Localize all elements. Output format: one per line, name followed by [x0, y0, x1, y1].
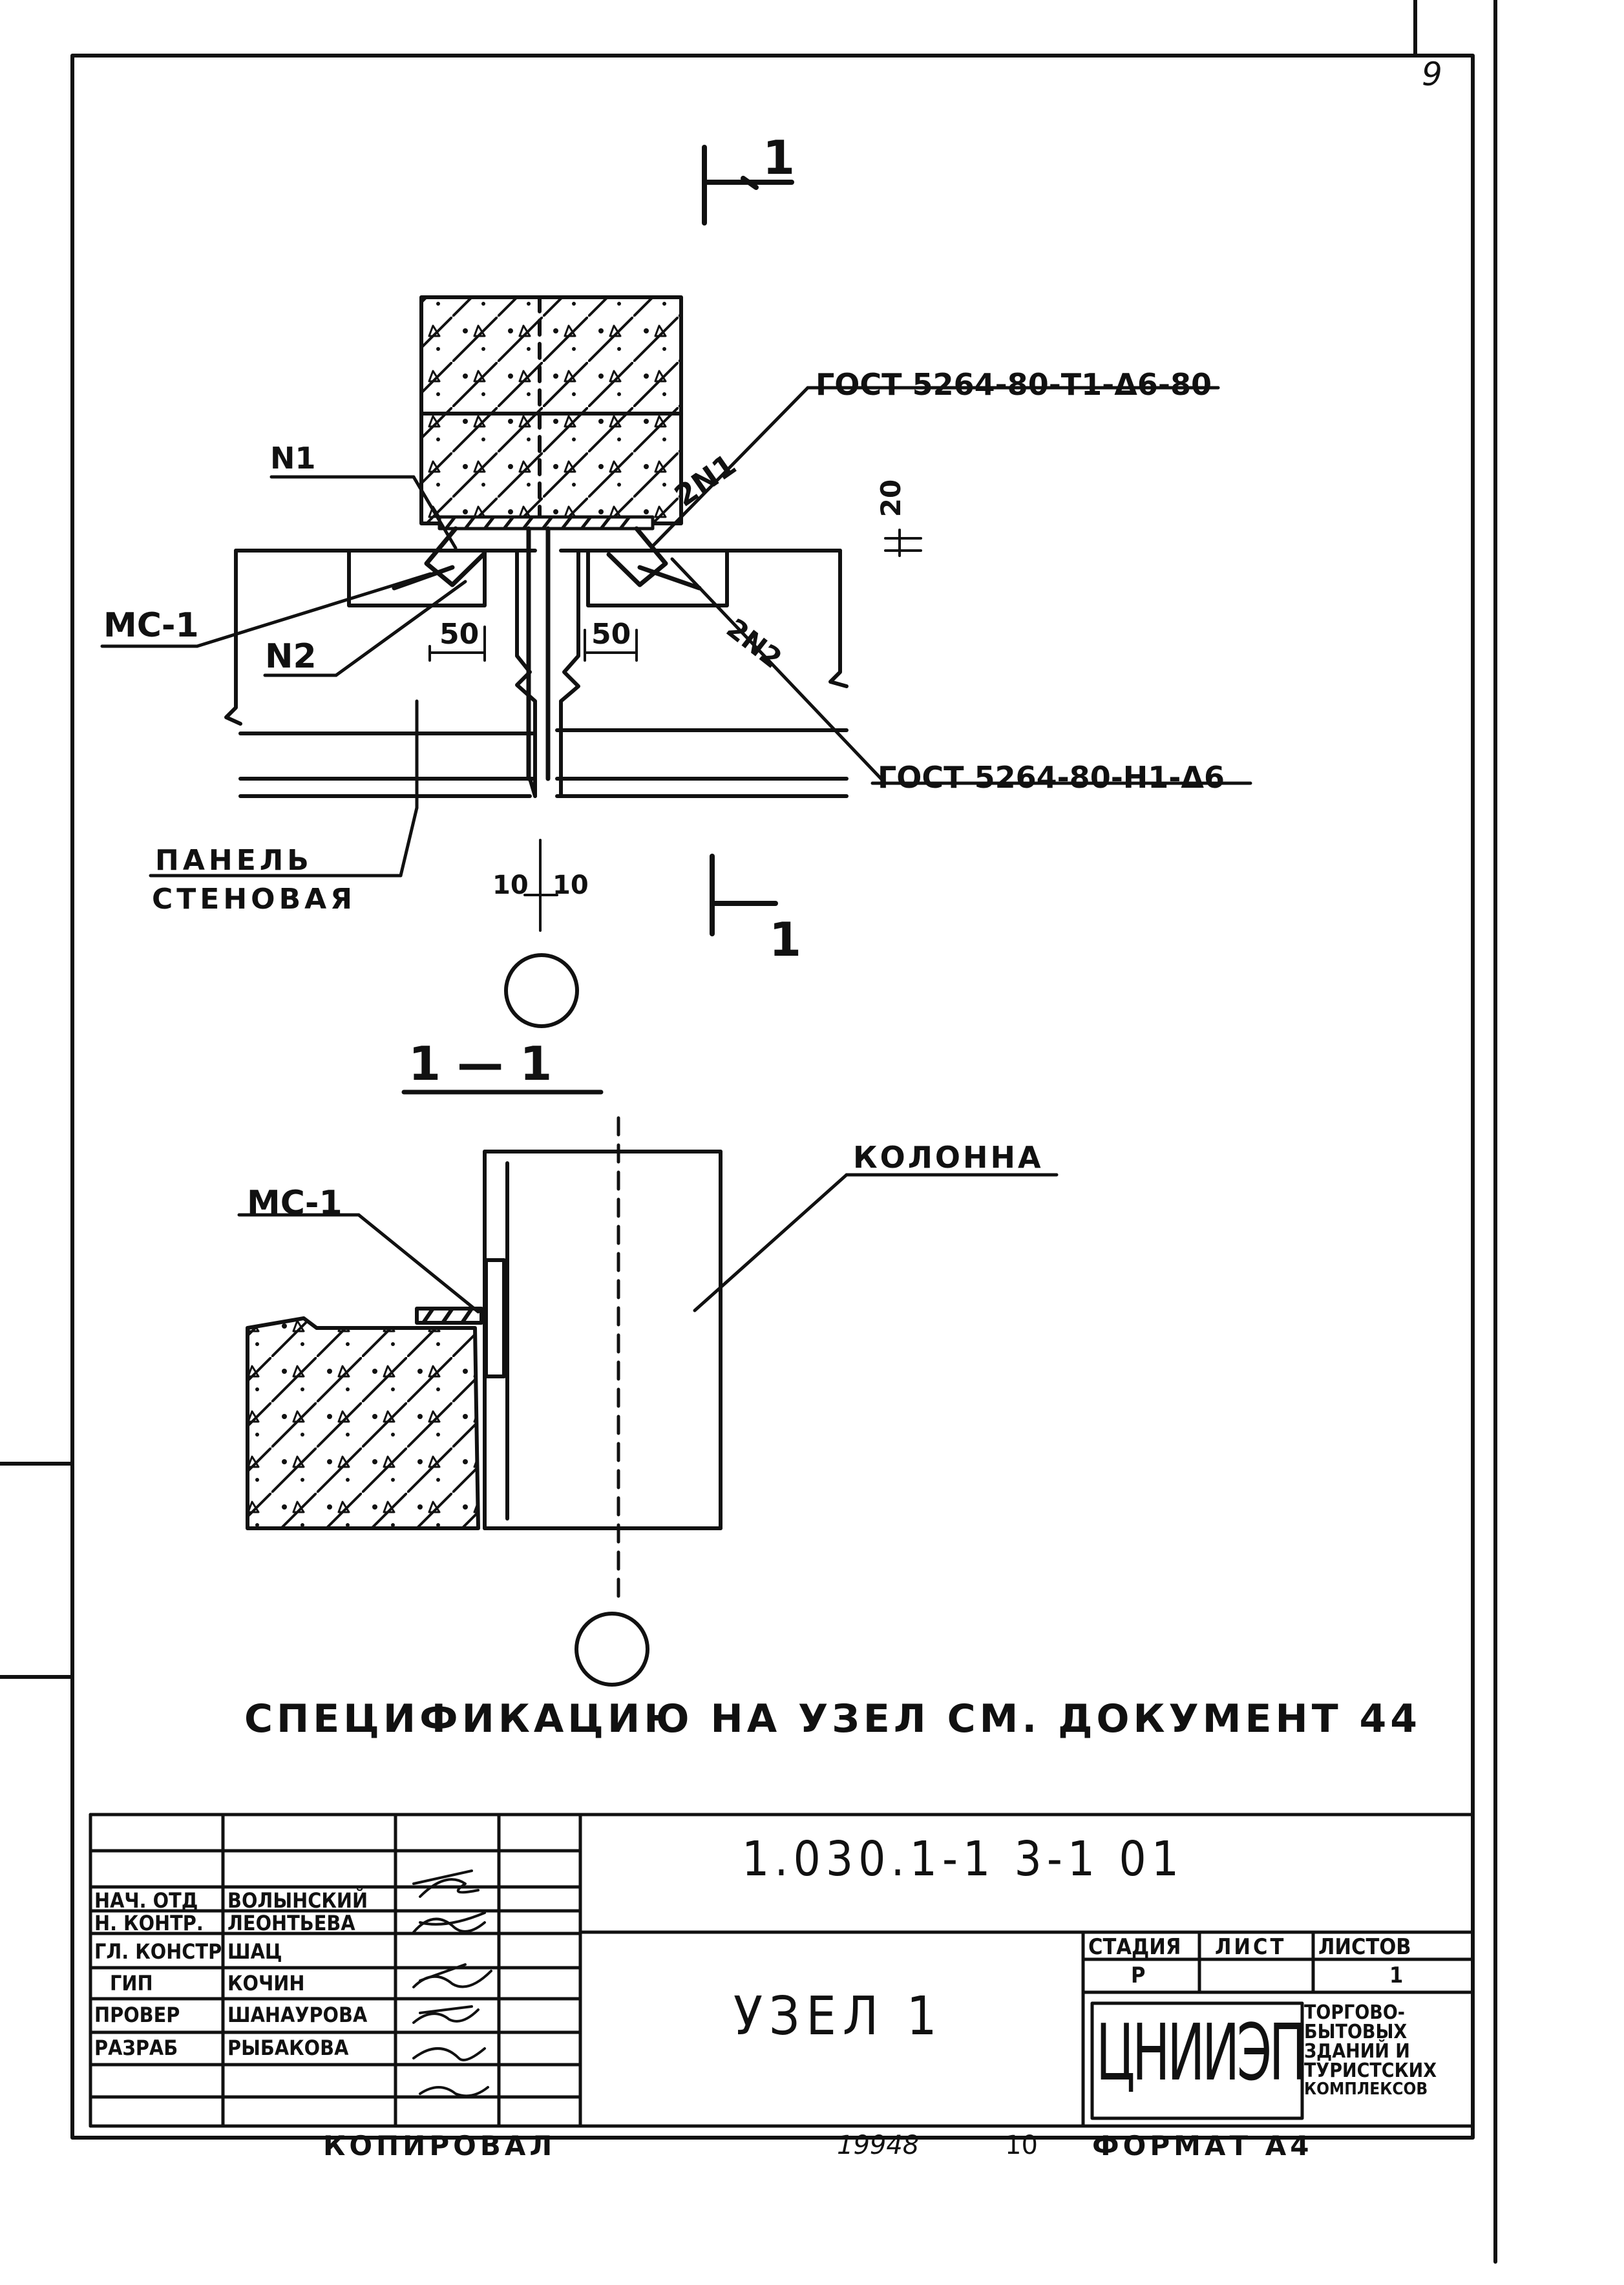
title-block-grid — [89, 1813, 1475, 2128]
signature-name: ЛЕОНТЬЕВА — [227, 1911, 355, 1935]
axis-bubble-top — [504, 953, 579, 1028]
leaders-section — [237, 1173, 1059, 1314]
org-subtitle-line: ЗДАНИЙ И — [1304, 2040, 1410, 2063]
gost-label-top: ГОСТ 5264-80-Т1-Δ6-80 — [816, 367, 1212, 402]
organization-subtitle: ТОРГОВО- БЫТОВЫХ ЗДАНИЙ И ТУРИСТСКИХ КОМ… — [1304, 2003, 1472, 2098]
column-block — [419, 295, 683, 525]
footer-format: ФОРМАТ А4 — [1092, 2130, 1313, 2162]
label-panel-line2: СТЕНОВАЯ — [152, 883, 357, 916]
label-panel-line1: ПАНЕЛЬ — [155, 844, 313, 877]
stage-value: Р — [1131, 1963, 1146, 1988]
footer-sheet-no: 10 — [1005, 2131, 1038, 2160]
section-mark-bottom-number: 1 — [769, 912, 802, 967]
dimension-50-left: 50 — [439, 618, 480, 651]
label-column: КОЛОННА — [853, 1140, 1044, 1175]
section-mark-top — [702, 145, 794, 226]
signature-role: ГИП — [110, 1971, 153, 1995]
signature-name: ВОЛЫНСКИЙ — [227, 1888, 368, 1913]
sheet-frame — [0, 0, 1497, 2264]
dimensions-plan — [428, 529, 922, 932]
label-mc1-section: МС-1 — [247, 1184, 343, 1223]
signature-name: ШАЦ — [227, 1939, 282, 1964]
signature-role: НАЧ. ОТД — [94, 1888, 198, 1913]
specification-note: СПЕЦИФИКАЦИЮ НА УЗЕЛ СМ. ДОКУМЕНТ 44 — [244, 1696, 1422, 1742]
stage-header: СТАДИЯ — [1088, 1934, 1181, 1960]
org-subtitle-line: ТУРИСТСКИХ — [1304, 2059, 1437, 2082]
signature-name: ШАНАУРОВА — [227, 2003, 368, 2027]
organization-name: ЦНИИЭП — [1096, 2008, 1307, 2098]
signature-role: ГЛ. КОНСТР — [94, 1939, 222, 1964]
organization-logo-box — [1090, 2001, 1304, 2120]
axis-bubble-bottom — [575, 1612, 649, 1687]
signature-scribbles — [412, 1869, 492, 2098]
column-section — [483, 1116, 722, 1598]
sheets-header: ЛИСТОВ — [1318, 1934, 1411, 1960]
label-mc1-plan: МС-1 — [103, 606, 199, 645]
signature-name: РЫБАКОВА — [227, 2036, 349, 2060]
section-mark-top-number: 1 — [763, 131, 796, 185]
dimension-10-right: 10 — [553, 870, 589, 900]
dimension-50-right: 50 — [591, 618, 631, 651]
footer-copied: КОПИРОВАЛ — [323, 2130, 556, 2162]
org-subtitle-line: ТОРГОВО- — [1304, 2001, 1405, 2024]
signature-role: ПРОВЕР — [94, 2003, 180, 2027]
embedded-plate-mc1 — [438, 515, 655, 531]
label-n1: N1 — [270, 441, 316, 476]
dimension-20: 20 — [875, 479, 907, 518]
org-subtitle-line: БЫТОВЫХ — [1304, 2021, 1408, 2043]
document-code: 1.030.1-1 3-1 01 — [742, 1831, 1185, 1887]
gost-label-bottom: ГОСТ 5264-80-Н1-Δ6 — [878, 760, 1225, 795]
section-title: 1 — 1 — [408, 1037, 553, 1091]
section-mark-bottom — [710, 854, 778, 936]
signature-name: КОЧИН — [227, 1971, 305, 1995]
org-subtitle-line: КОМПЛЕКСОВ — [1304, 2080, 1428, 2099]
wall-panels — [224, 549, 849, 798]
sheet-header: ЛИСТ — [1215, 1934, 1287, 1960]
page-corner-number: 9 — [1422, 56, 1442, 93]
dimension-10-left: 10 — [492, 870, 529, 900]
drawing-title: УЗЕЛ 1 — [733, 1986, 944, 2047]
sheets-value: 1 — [1389, 1963, 1404, 1988]
label-n2: N2 — [265, 637, 317, 676]
footer-number: 19948 — [837, 2131, 920, 2160]
wall-panel-section — [246, 1307, 483, 1530]
leaders-plan — [100, 386, 1252, 878]
signature-role: Н. КОНТР. — [94, 1911, 204, 1935]
signature-role: РАЗРАБ — [94, 2036, 178, 2060]
steel-connectors — [392, 526, 702, 781]
